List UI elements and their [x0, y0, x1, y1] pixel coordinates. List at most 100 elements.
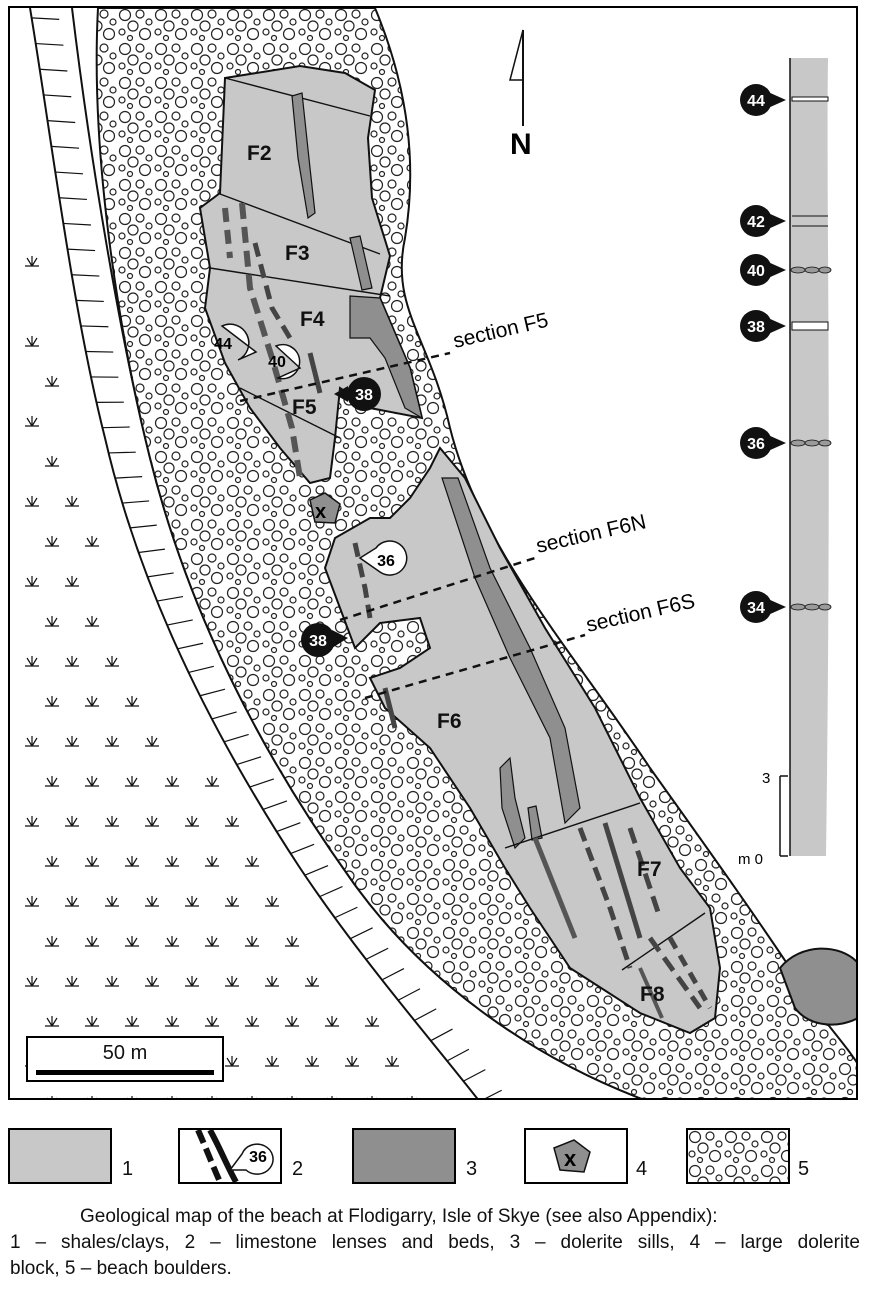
cliff-hachure	[262, 800, 288, 810]
cliff-hachure	[334, 906, 358, 919]
grass-mark	[325, 1016, 339, 1027]
grass-mark	[65, 496, 79, 507]
legend-number-4: 4	[636, 1158, 648, 1180]
grass-mark	[305, 976, 319, 987]
grass-mark	[245, 1016, 259, 1027]
grass-mark	[407, 1096, 417, 1098]
column-marker-label: 40	[747, 263, 765, 280]
cliff-hachure	[43, 94, 72, 98]
geological-map: x section F5 section F6N section F6S F2 …	[8, 6, 858, 1100]
grass-mark	[45, 376, 59, 387]
cliff-hachure	[102, 426, 130, 429]
cliff-hachure	[31, 17, 60, 20]
cliff-hachure	[63, 222, 91, 226]
cliff-hachure	[115, 476, 143, 479]
cliff-hachure	[276, 822, 301, 833]
grass-mark	[165, 1016, 179, 1027]
grass-mark	[25, 816, 39, 827]
grass-mark	[65, 976, 79, 987]
legend-number-3: 3	[466, 1158, 478, 1180]
cliff-hachure	[397, 988, 421, 1001]
grass-mark	[25, 256, 39, 267]
column-tick-3: 3	[762, 770, 770, 787]
grass-mark	[105, 656, 119, 667]
grass-mark	[45, 696, 59, 707]
grass-mark	[205, 776, 219, 787]
grass-mark	[85, 936, 99, 947]
grass-mark	[65, 816, 79, 827]
column-tick-0: m 0	[738, 851, 763, 868]
scale-label: 50 m	[102, 1042, 148, 1064]
column-marker-34: 34	[740, 591, 786, 623]
caption-line-3: block, 5 – beach boulders.	[10, 1258, 232, 1279]
cliff-hachure	[304, 864, 329, 876]
column-marker-42: 42	[740, 205, 786, 237]
cliff-hachure	[80, 325, 109, 328]
grass-mark	[25, 576, 39, 587]
grass-mark	[225, 1056, 239, 1067]
cliff-hachure	[59, 197, 87, 201]
grass-mark	[225, 816, 239, 827]
grass-mark	[285, 1016, 299, 1027]
legend-number-1: 1	[122, 1158, 134, 1180]
grass-mark	[85, 856, 99, 867]
grass-mark	[25, 736, 39, 747]
cliff-hachure	[249, 778, 275, 788]
grass-mark	[45, 776, 59, 787]
grass-mark	[265, 1056, 279, 1067]
grass-mark	[65, 576, 79, 587]
grass-mark	[25, 416, 39, 427]
cliff-hachure	[35, 42, 64, 46]
grass-mark	[65, 656, 79, 667]
cliff-hachure	[463, 1069, 486, 1082]
marker-white-44: 44	[214, 323, 258, 361]
grass-mark	[45, 456, 59, 467]
cliff-hachure	[381, 968, 405, 981]
svg-text:40: 40	[268, 354, 286, 371]
grass-mark	[25, 336, 39, 347]
grass-mark	[85, 696, 99, 707]
legend-number-2: 2	[292, 1158, 304, 1180]
column-marker-label: 38	[747, 319, 765, 336]
cliff-hachure	[47, 120, 76, 124]
caption-line-1: Geological map of the beach at Flodigarr…	[80, 1206, 718, 1227]
legend-number-5: 5	[798, 1158, 810, 1180]
cliff-hachure	[39, 68, 68, 72]
column-marker-label: 34	[747, 600, 765, 617]
cliff-hachure	[108, 451, 136, 454]
svg-text:36: 36	[377, 553, 395, 570]
grass-mark	[85, 616, 99, 627]
block-label-f4: F4	[300, 308, 325, 331]
grass-mark	[185, 816, 199, 827]
cliff-hachure	[71, 274, 100, 277]
grass-mark	[145, 816, 159, 827]
section-label-f6n: section F6N	[534, 510, 648, 558]
grass-mark	[127, 1096, 137, 1098]
column-marker-label: 42	[747, 214, 765, 231]
grass-mark	[305, 1056, 319, 1067]
grass-mark	[65, 896, 79, 907]
grass-mark	[165, 856, 179, 867]
grass-mark	[165, 936, 179, 947]
cliff-hachure	[177, 642, 204, 650]
grass-mark	[47, 1096, 57, 1098]
scale-bar-line	[36, 1070, 214, 1075]
marker-white-36: 36	[358, 540, 408, 576]
grass-mark	[247, 1096, 257, 1098]
legend-swatch-boulders	[686, 1128, 790, 1184]
grass-mark	[145, 896, 159, 907]
cliff-hachure	[223, 733, 249, 743]
grass-mark	[105, 816, 119, 827]
grass-mark	[265, 976, 279, 987]
column-marker-40: 40	[740, 254, 786, 286]
caption-line-2: 1 – shales/clays, 2 – limestone lenses a…	[10, 1232, 860, 1253]
north-label: N	[510, 128, 532, 161]
scale-bar: 50 m	[26, 1036, 224, 1082]
block-label-f7: F7	[637, 858, 662, 881]
grass-mark	[167, 1096, 177, 1098]
legend-swatch-dolerite-block: x	[524, 1128, 628, 1184]
block-label-f8: F8	[640, 983, 665, 1006]
grass-mark	[365, 1016, 379, 1027]
dolerite-block-marker: x	[315, 501, 326, 523]
cliff-hachure	[349, 927, 373, 940]
